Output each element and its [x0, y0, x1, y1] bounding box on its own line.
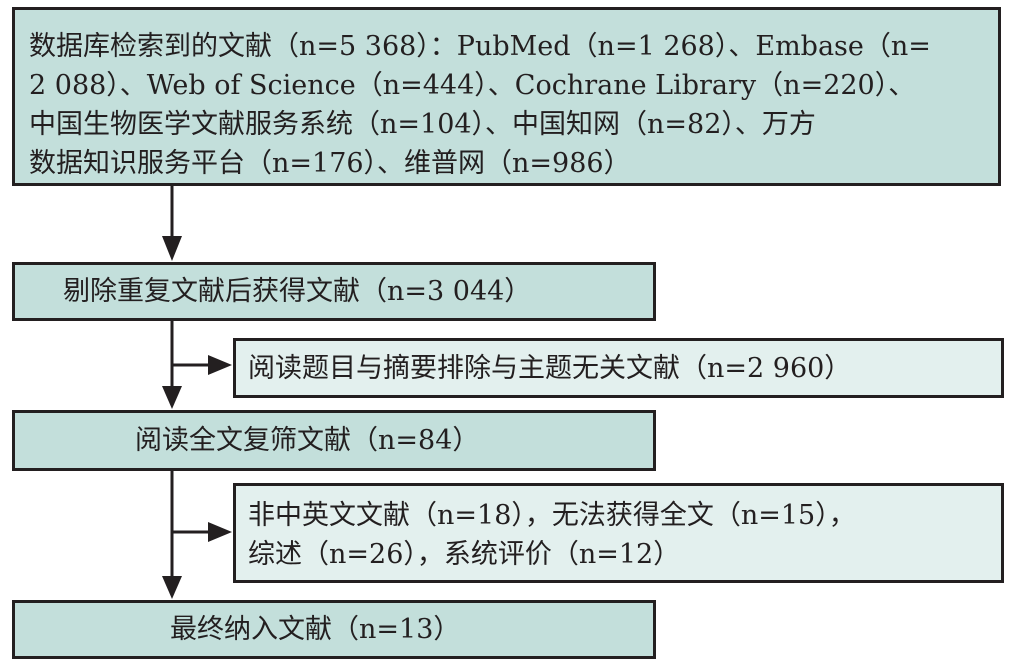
arrow-head-right — [208, 355, 232, 375]
box-fulltext-screened: 阅读全文复筛文献（n=84） — [12, 410, 656, 471]
box-line: 中国生物医学文献服务系统（n=104）、中国知网（n=82）、万方 — [29, 109, 816, 140]
box-line: 2 088）、Web of Science（n=444）、Cochrane Li… — [29, 70, 916, 101]
box-excluded-fulltext: 非中英文文献（n=18），无法获得全文（n=15）， 综述（n=26），系统评价… — [233, 483, 1004, 583]
box-line: 数据库检索到的文献（n=5 368）：PubMed（n=1 268）、Embas… — [29, 31, 931, 62]
box-included: 最终纳入文献（n=13） — [12, 600, 656, 659]
arrow-head-down — [162, 236, 182, 261]
box-text: 阅读题目与摘要排除与主题无关文献（n=2 960） — [248, 353, 852, 384]
box-excluded-title-abstract: 阅读题目与摘要排除与主题无关文献（n=2 960） — [233, 338, 1004, 398]
arrow-head-down — [162, 386, 182, 409]
box-deduplicated: 剔除重复文献后获得文献（n=3 044） — [12, 262, 656, 321]
arrow-head-down — [162, 576, 182, 599]
box-text: 阅读全文复筛文献（n=84） — [135, 425, 480, 456]
arrow-head-right — [208, 522, 232, 542]
box-line: 数据知识服务平台（n=176）、维普网（n=986） — [29, 148, 631, 179]
box-text: 最终纳入文献（n=13） — [170, 614, 461, 645]
box-line: 综述（n=26），系统评价（n=12） — [248, 539, 681, 570]
box-line: 非中英文文献（n=18），无法获得全文（n=15）， — [248, 500, 856, 531]
box-text: 剔除重复文献后获得文献（n=3 044） — [63, 276, 532, 307]
box-identified-records: 数据库检索到的文献（n=5 368）：PubMed（n=1 268）、Embas… — [12, 7, 1001, 186]
